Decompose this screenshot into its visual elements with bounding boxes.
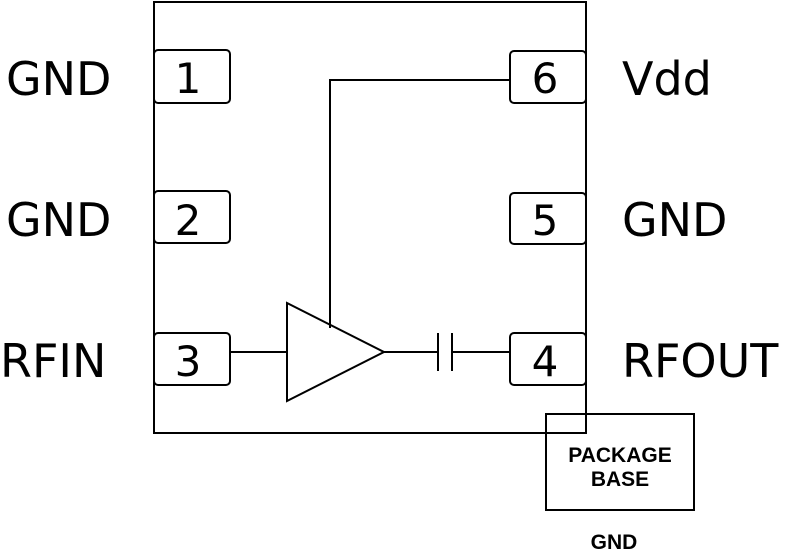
pin-6-name: Vdd	[622, 52, 712, 106]
pin-4-pad	[509, 332, 587, 386]
package-base-label-line2: BASE	[591, 468, 649, 491]
pin-2-pad	[153, 190, 231, 244]
pin-6-pad	[509, 50, 587, 104]
pin-1-name: GND	[6, 52, 111, 106]
pin-5-number: 5	[532, 196, 559, 245]
package-base-box	[545, 413, 695, 511]
pin-3-name: RFIN	[0, 334, 106, 388]
pin-6: 6 Vdd	[509, 50, 712, 106]
pin-6-number: 6	[532, 54, 559, 103]
pin-1-pad	[153, 49, 231, 104]
capacitor-icon	[437, 333, 453, 371]
pin-3-pad	[153, 332, 231, 386]
pin-2-name: GND	[6, 193, 111, 247]
package-body	[153, 1, 587, 434]
pin-3-number: 3	[175, 337, 202, 386]
pin-1-number: 1	[175, 54, 202, 103]
vdd-bias-wire	[329, 79, 510, 328]
pin-4-number: 4	[532, 337, 559, 386]
pin-2-number: 2	[175, 196, 202, 245]
pin-4-name: RFOUT	[622, 334, 779, 388]
pin-4: 4 RFOUT	[509, 332, 779, 388]
pin-1: 1 GND	[6, 49, 231, 106]
package-base-ground-label: GND	[591, 531, 638, 551]
pin-5: 5 GND	[509, 192, 727, 247]
package-base-label-line1: PACKAGE	[568, 444, 671, 467]
pin-5-pad	[509, 192, 587, 245]
pin-2: 2 GND	[6, 190, 231, 247]
pin-5-name: GND	[622, 193, 727, 247]
pin-3: 3 RFIN	[0, 332, 231, 388]
amplifier-icon	[286, 301, 387, 403]
